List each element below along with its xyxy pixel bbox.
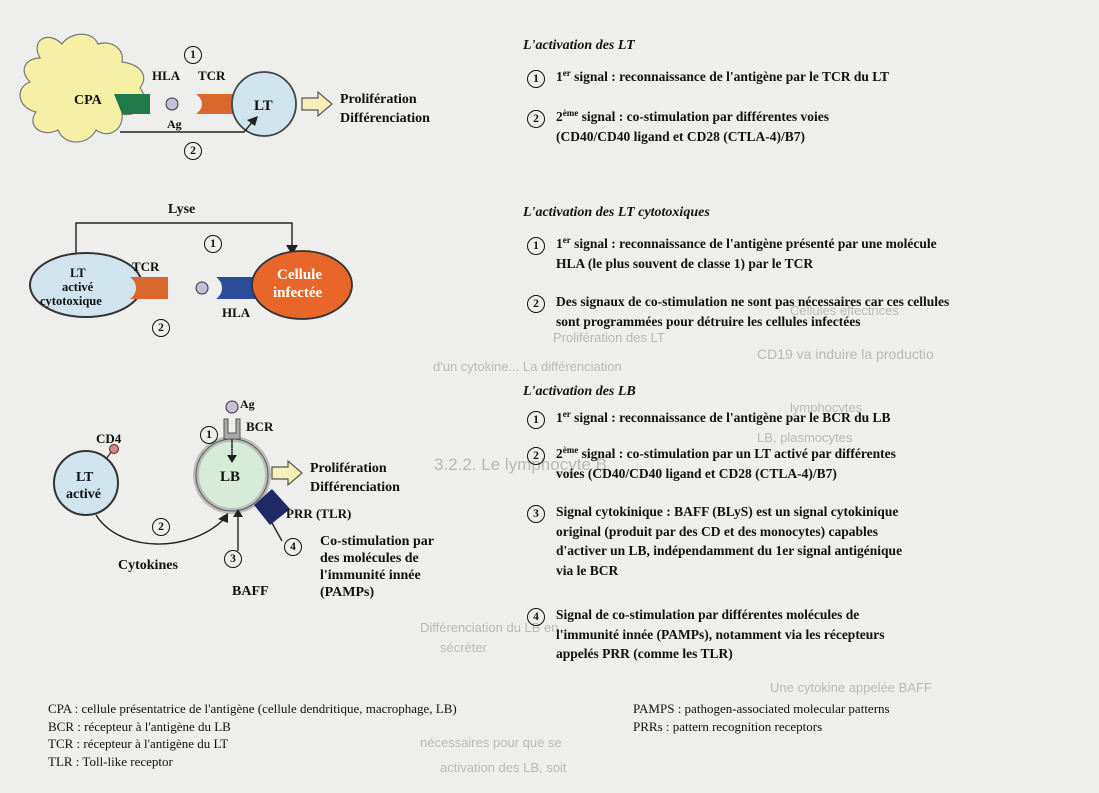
ltc-label-3: cytotoxique — [40, 294, 102, 308]
glossary-bcr: BCR : récepteur à l'antigène du LB — [48, 718, 231, 734]
lb-item-4-text: Signal de co-stimulation par différentes… — [556, 607, 885, 662]
ltc-tcr-label: TCR — [132, 259, 160, 274]
ltc-section-title: L'activation des LT cytotoxiques — [523, 205, 710, 220]
outcome-arrow — [301, 90, 333, 118]
signal-2-arrow — [120, 119, 255, 133]
glossary-prrs: PRRs : pattern recognition receptors — [633, 718, 823, 734]
hla-molecule — [114, 94, 150, 114]
ltc-antigen — [195, 281, 209, 295]
bg-text: sécréter — [440, 640, 487, 655]
bg-text: d'un cytokine... La différenciation — [433, 359, 622, 374]
ltc-signal-1-marker: 1 — [204, 235, 222, 253]
lt-item-1-text: 1er signal : reconnaissance de l'antigèn… — [556, 68, 890, 84]
lb-label: LB — [220, 469, 240, 485]
infected-label-2: infectée — [273, 285, 322, 301]
glossary-pamps: PAMPS : pathogen-associated molecular pa… — [633, 701, 890, 716]
lb-signal-2-marker: 2 — [152, 518, 170, 536]
prr-receptor — [254, 489, 290, 525]
bg-text: activation des LB, soit — [440, 760, 567, 775]
lyse-arrow — [75, 222, 293, 259]
glossary-left: CPA : cellule présentatrice de l'antigèn… — [48, 700, 457, 770]
lt-active-cell — [53, 450, 119, 516]
hla-label: HLA — [152, 68, 181, 83]
bg-text: Différenciation du LB en — [420, 620, 559, 635]
lt-item-2-text: 2ème signal : co-stimulation par différe… — [556, 108, 829, 144]
infected-cell — [251, 250, 353, 320]
bg-text: nécessaires pour que se — [420, 735, 562, 750]
bcr-label: BCR — [246, 419, 274, 434]
lb-item-4-number: 4 — [527, 608, 545, 626]
bg-text: 3.2.2. Le lymphocyte B — [434, 455, 607, 474]
lyse-label: Lyse — [168, 202, 195, 217]
lt-item-2-number: 2 — [527, 110, 545, 128]
ltc-item-2-number: 2 — [527, 295, 545, 313]
lb-outcome-arrow — [271, 459, 303, 487]
cd4-label: CD4 — [96, 431, 122, 446]
cpa-label: CPA — [74, 93, 103, 108]
glossary-tcr: TCR : récepteur à l'antigène du LT — [48, 736, 229, 752]
ltc-tcr — [130, 277, 168, 299]
lb-signal-2-arrow — [95, 514, 225, 545]
outcome-1: Prolifération — [340, 92, 417, 107]
lb-section-title: L'activation des LB — [523, 384, 636, 399]
signal-2-marker: 2 — [184, 142, 202, 160]
lb-signal-3-marker: 3 — [224, 550, 242, 568]
baff-label: BAFF — [232, 584, 269, 599]
lb-outcome-1: Prolifération — [310, 461, 387, 476]
ltc-item-1-text: 1er signal : reconnaissance de l'antigèn… — [556, 235, 937, 271]
lt-label: LT — [254, 98, 273, 114]
cytokines-label: Cytokines — [118, 558, 178, 573]
antigen — [165, 97, 179, 111]
lb-outcome-2: Différenciation — [310, 480, 400, 495]
signal-1-marker: 1 — [184, 46, 202, 64]
tcr-label: TCR — [198, 68, 226, 83]
lb-item-2-text: 2ème signal : co-stimulation par un LT a… — [556, 445, 896, 481]
ltc-hla — [216, 277, 258, 299]
tcr-receptor — [196, 94, 238, 114]
lb-ag-label: Ag — [240, 397, 255, 411]
glossary-right: PAMPS : pathogen-associated molecular pa… — [633, 700, 890, 735]
bg-text: Prolifération des LT — [553, 330, 665, 345]
lt-section-title: L'activation des LT — [523, 38, 635, 53]
lb-signal-1-marker: 1 — [200, 426, 218, 444]
lb-item-3-number: 3 — [527, 505, 545, 523]
lt-item-1-number: 1 — [527, 70, 545, 88]
costim-line-1: Co-stimulation par — [320, 534, 434, 549]
ltc-hla-label: HLA — [222, 305, 251, 320]
prr-label: PRR (TLR) — [286, 506, 351, 521]
lt-active-label-2: activé — [66, 487, 101, 502]
cpa-cell — [19, 33, 145, 143]
ltc-item-2-text: Des signaux de co-stimulation ne sont pa… — [556, 294, 950, 329]
lb-item-1-text: 1er signal : reconnaissance de l'antigèn… — [556, 409, 891, 425]
ag-label: Ag — [167, 117, 182, 131]
bg-text: lymphocytes — [790, 400, 863, 415]
lb-item-3-text: Signal cytokinique : BAFF (BLyS) est un … — [556, 504, 903, 578]
cd4-molecule — [109, 444, 119, 454]
bcr-receptor — [223, 418, 241, 440]
glossary-cpa: CPA : cellule présentatrice de l'antigèn… — [48, 701, 457, 716]
bg-text: LB, plasmocytes — [757, 430, 853, 445]
costim-line-3: l'immunité innée — [320, 568, 421, 583]
lb-signal-4-marker: 4 — [284, 538, 302, 556]
bg-text: Cellules effectrices — [790, 303, 899, 318]
lb-item-1-number: 1 — [527, 411, 545, 429]
ltc-label-2: activé — [62, 280, 94, 294]
ltc-activation-diagram: Lyse LT activé cytotoxique TCR HLA Cellu… — [29, 202, 353, 320]
lb-activation-diagram: Ag BCR CD4 LT activé LB Prolifération Di… — [53, 397, 434, 600]
costim-line-2: des molécules de — [320, 551, 419, 566]
infected-label-1: Cellule — [277, 267, 322, 283]
outcome-2: Différenciation — [340, 111, 430, 126]
bg-text: Une cytokine appelée BAFF — [770, 680, 932, 695]
bg-text: CD19 va induire la productio — [757, 346, 934, 362]
lb-item-2-number: 2 — [527, 447, 545, 465]
costim-line-4: (PAMPs) — [320, 585, 374, 600]
ltc-item-1-number: 1 — [527, 237, 545, 255]
lb-antigen — [225, 400, 239, 414]
glossary-tlr: TLR : Toll-like receptor — [48, 753, 173, 769]
ltc-signal-2-marker: 2 — [152, 319, 170, 337]
lt-activation-diagram: CPA HLA TCR Ag LT Prolifération Différen… — [19, 33, 430, 143]
lt-active-label-1: LT — [76, 470, 94, 485]
ltc-label-1: LT — [70, 266, 86, 280]
